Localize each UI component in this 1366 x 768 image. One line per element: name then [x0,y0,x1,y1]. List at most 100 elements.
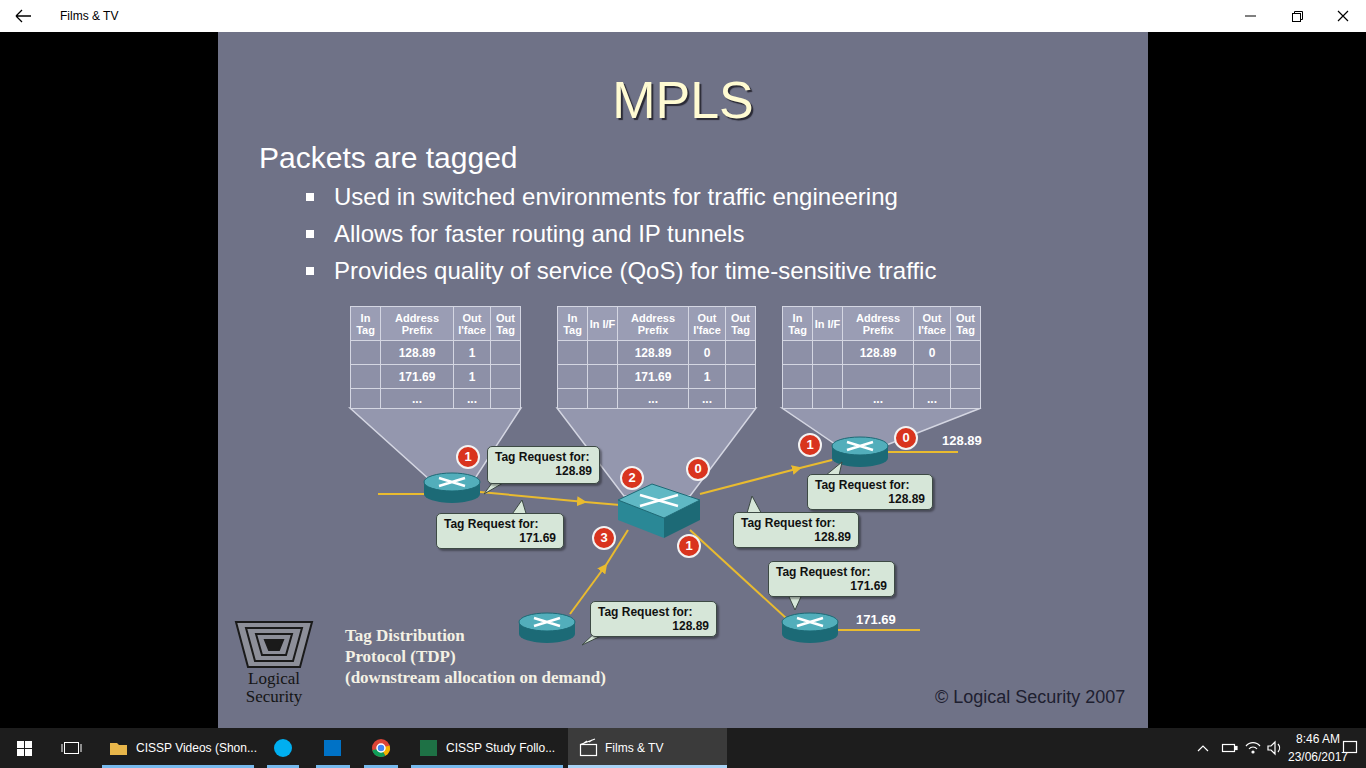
skype-icon [274,739,292,757]
bullet-text: Provides quality of service (QoS) for ti… [334,257,936,285]
speech-bubble: Tag Request for:128.89 [733,512,859,548]
table-cell: ... [914,389,950,408]
letterbox [0,32,1366,728]
table-cell [813,389,842,408]
table-header-cell: Out I'face [454,307,490,340]
table-cell [351,389,380,408]
table-cell: 0 [689,341,725,364]
table-cell [351,365,380,388]
cell-value: 0 [704,346,711,360]
bullet [306,267,314,275]
column-heading: Out I'face [689,312,725,336]
table-cell: 128.89 [381,341,453,364]
table-header-cell: In Tag [558,307,587,340]
table-header-cell: In I/F [588,307,617,340]
cell-value: 1 [704,370,711,384]
table-cell [558,389,587,408]
callout-number: 2 [620,466,644,490]
active-task [568,728,727,768]
table-cell [914,365,950,388]
table-cell [951,341,980,364]
bubble-heading: Tag Request for: [776,565,887,579]
taskbar-label: Films & TV [605,741,663,755]
table-header-cell: Out I'face [689,307,725,340]
table-cell [813,365,842,388]
callout-number: 1 [456,445,480,469]
restore-icon [1293,12,1303,22]
table-header-cell: In Tag [783,307,812,340]
table-cell: ... [454,389,490,408]
table-cell: 171.69 [618,365,688,388]
bubble-heading: Tag Request for: [741,516,851,530]
column-heading: Address Prefix [381,312,453,336]
bubble-value: 128.89 [598,619,709,633]
speech-bubble: Tag Request for:128.89 [487,446,600,484]
cell-value: ... [927,392,937,406]
callout-number: 0 [894,426,918,450]
cell-value: 128.89 [399,346,436,360]
switch-icon [618,484,700,538]
outlook-icon [324,740,341,756]
minimize-icon [1245,16,1256,17]
bubble-heading: Tag Request for: [444,517,556,531]
table-cell [726,389,755,408]
routing-table: In TagIn I/FAddress PrefixOut I'faceOut … [782,306,981,409]
table-cell [843,365,913,388]
table-header-cell: In I/F [813,307,842,340]
table-cell: 128.89 [843,341,913,364]
bubble-tails [484,462,842,645]
logo-mark [236,622,312,667]
protocol-note: Tag Distribution Protocol (TDP) [345,625,505,667]
logo-text: Logical Security [228,670,320,706]
cell-value: ... [702,392,712,406]
table-cell [951,389,980,408]
cell-value: ... [648,392,658,406]
task-underlines [102,765,727,768]
back-arrow [16,10,31,22]
callout-number: 1 [798,433,822,457]
table-header-cell: Address Prefix [381,307,453,340]
router-icon [519,613,575,643]
column-heading: Out I'face [454,312,490,336]
router-icon [424,473,480,503]
cell-value: 128.89 [860,346,897,360]
cell-value: 171.69 [399,370,436,384]
bubble-value: 171.69 [776,579,887,593]
column-heading: In Tag [351,312,380,336]
column-heading: Address Prefix [843,312,913,336]
link-label: 171.69 [856,612,896,627]
cell-value: 128.89 [635,346,672,360]
table-cell: ... [843,389,913,408]
callout-number: 3 [592,526,616,550]
cell-value: ... [412,392,422,406]
slide [218,32,1148,728]
table-cell [726,341,755,364]
cell-value: 1 [469,346,476,360]
callout-number: 1 [677,534,701,558]
router-icon [832,437,888,467]
table-cell [783,365,812,388]
taskbar [0,728,1366,768]
bubble-heading: Tag Request for: [815,478,925,492]
table-cell [813,341,842,364]
clock-date: 23/06/2017 [1278,750,1358,764]
table-cell: ... [381,389,453,408]
table-cell [783,389,812,408]
cell-value: 171.69 [635,370,672,384]
slide-subtitle: Packets are tagged [259,141,518,175]
table-cell [558,365,587,388]
bullet [306,230,314,238]
table-header-cell: Address Prefix [618,307,688,340]
title-bar [0,0,1366,32]
table-cell [491,365,520,388]
table-cell: 128.89 [618,341,688,364]
column-heading: Address Prefix [618,312,688,336]
bubble-value: 171.69 [444,531,556,545]
link-label: 128.89 [942,433,982,448]
column-heading: Out Tag [951,312,980,336]
table-header-cell: Out I'face [914,307,950,340]
table-header-cell: Out Tag [951,307,980,340]
bullet [306,193,314,201]
table-cell: 0 [914,341,950,364]
